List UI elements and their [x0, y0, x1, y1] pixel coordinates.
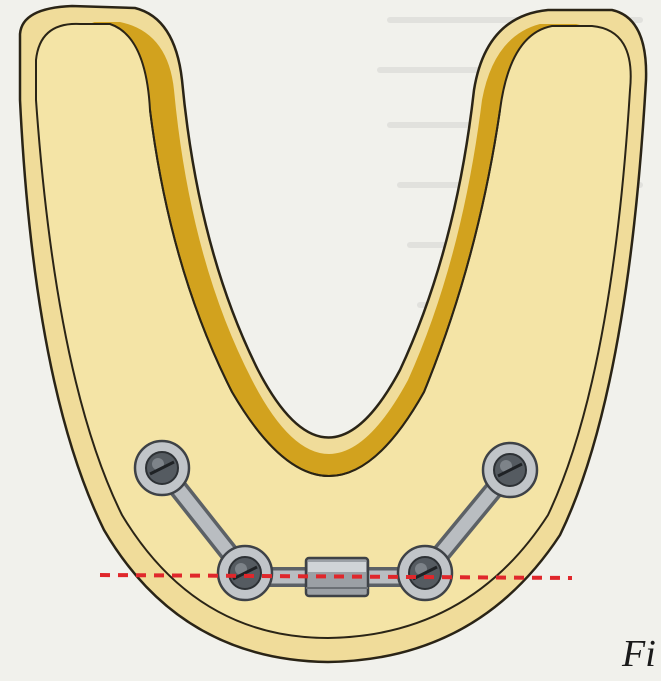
implant-left-anterior: [218, 546, 272, 600]
implant-right-anterior: [398, 546, 452, 600]
implant-right-posterior: [483, 443, 537, 497]
figure-caption-fragment: Fi: [622, 632, 656, 676]
implant-left-posterior: [135, 441, 189, 495]
